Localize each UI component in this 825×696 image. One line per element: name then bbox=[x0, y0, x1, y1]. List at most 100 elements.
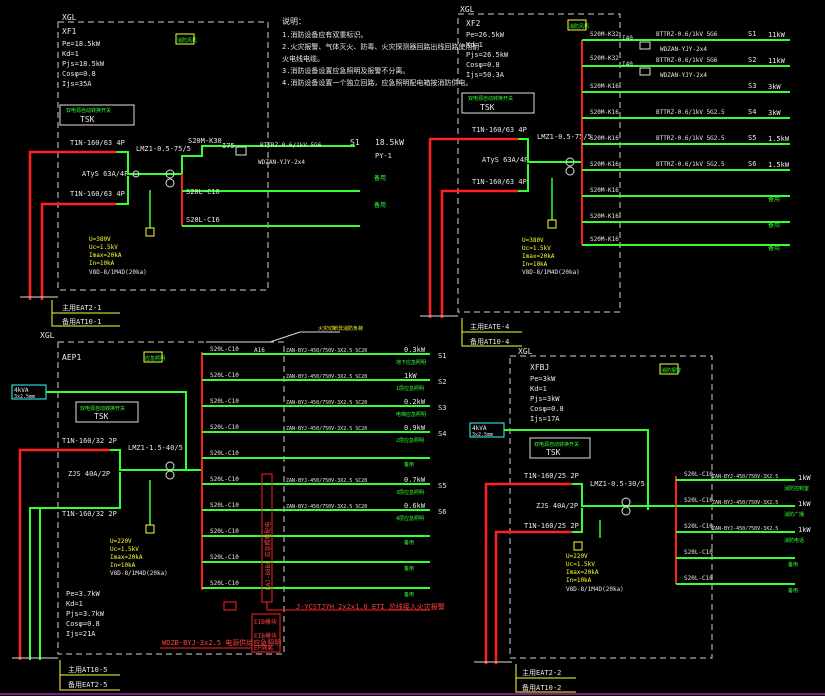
xfbj-c4-desc: 备用 bbox=[788, 587, 798, 594]
xfbj-c1-power: 1kW bbox=[798, 500, 811, 508]
aep1-fire-tag: 火灾切断非消防负荷 bbox=[318, 325, 363, 332]
xf2-spd-1: Uc=1.5kV bbox=[522, 245, 551, 252]
xf2-feed2: 备用AT10-4 bbox=[470, 337, 509, 346]
aep1-param-4: Ijs=21A bbox=[66, 630, 96, 638]
xfbj-c3-breaker: S20L-C10 bbox=[684, 549, 713, 556]
xfbj-spd-3: In=10kA bbox=[566, 577, 592, 584]
aep1-c3-desc: 2层应急照明 bbox=[396, 437, 424, 444]
aep1-feeder-main bbox=[18, 448, 110, 660]
aep1-c3-breaker: S20L-C10 bbox=[210, 424, 239, 431]
xfbj-tsk-box bbox=[529, 437, 591, 459]
xf1-box-label: XGL bbox=[62, 13, 77, 22]
aep1-c7-breaker: S20L-C10 bbox=[210, 528, 239, 535]
aep1-breaker-main1: T1N-160/32 2P bbox=[62, 437, 117, 445]
xf1-breaker-main2: T1N-160/63 4P bbox=[70, 190, 125, 198]
note-line-3: 火电线电缆。 bbox=[282, 54, 324, 63]
aep1-c1-power: 1kW bbox=[404, 372, 417, 380]
xfbj-c1-breaker: S20L-C10 bbox=[684, 497, 713, 504]
aep1-feed1: 主用AT10-5 bbox=[68, 665, 107, 674]
xf2-feeder-standby bbox=[440, 189, 518, 318]
xf2-spd-box bbox=[547, 219, 557, 229]
aep1-tag: 应急照明 bbox=[145, 355, 165, 362]
aep1-c1-breaker: S20L-C10 bbox=[210, 372, 239, 379]
xf1-enclosure bbox=[57, 21, 269, 291]
xf1-param-0: Pe=18.5kW bbox=[62, 40, 101, 48]
xf1-breaker-main1: T1N-160/63 4P bbox=[70, 139, 125, 147]
aep1-c3-cable: ZAN-BYJ-450/750V-3X2.5 SC20 bbox=[286, 426, 367, 432]
xf2-c0-cable: BTTRZ-0.6/1kV 5G6 bbox=[656, 31, 718, 38]
xf1-spare1-breaker: S20L-C16 bbox=[186, 188, 220, 196]
xf2-tsk: TSK bbox=[480, 103, 495, 112]
xfbj-param-1: Kd=1 bbox=[530, 385, 547, 393]
xf2-spd-2: Imax=20kA bbox=[522, 253, 555, 260]
aep1-ct-1 bbox=[165, 461, 175, 471]
xfbj-breaker-main2: T1N-160/25 2P bbox=[524, 522, 579, 530]
xfbj-param-3: Cosφ=0.8 bbox=[530, 405, 564, 413]
xf2-enclosure bbox=[457, 13, 621, 313]
aep1-c0-cable: ZAN-BYJ-450/750V-3X2.5 SC20 bbox=[286, 348, 367, 354]
aep1-tsk-title: 双电源自动转换开关 bbox=[80, 405, 125, 412]
xf1-feed1: 主用EAT2-1 bbox=[62, 303, 101, 312]
xfbj-feeder-main bbox=[484, 482, 572, 664]
xf2-param-2: Pjs=26.5kW bbox=[466, 51, 509, 59]
xf1-ats: ATyS 63A/4P bbox=[82, 170, 128, 178]
xfbj-spd-2: Imax=20kA bbox=[566, 569, 599, 576]
xf2-feeder-main bbox=[428, 137, 518, 318]
xf2-spd-model: V8D-8/1M4D(20ka) bbox=[522, 269, 580, 276]
aep1-module1: EIB模块 bbox=[254, 618, 277, 626]
xf2-tag-box bbox=[567, 19, 587, 31]
note-line-2: 2.火灾报警、气体灭火、防毒、火灾探测器回路出线回路使用耐 bbox=[282, 42, 479, 51]
xf1-spd-2: Imax=20kA bbox=[89, 252, 122, 259]
xf2-spare-3: 备用 bbox=[768, 244, 780, 252]
xf1-meter-box bbox=[235, 146, 247, 156]
xf1-out1-current: I75 bbox=[222, 142, 235, 150]
xfbj-feeder-standby bbox=[494, 530, 572, 664]
aep1-breaker-main2: T1N-160/32 2P bbox=[62, 510, 117, 518]
xf2-c8-breaker: S20M-K16 bbox=[590, 213, 619, 220]
aep1-c2-cable: ZAN-BYJ-450/750V-3X2.5 SC20 bbox=[286, 400, 367, 406]
xfbj-spd-1: Uc=1.5kV bbox=[566, 561, 595, 568]
xfbj-feed2: 备用AT10-2 bbox=[522, 683, 561, 692]
xf2-spare-2: 备用 bbox=[768, 221, 780, 229]
xf2-c4-breaker: S20M-K16 bbox=[590, 109, 619, 116]
xf1-feeder-main bbox=[28, 150, 116, 300]
xf2-c6-id: S6 bbox=[748, 160, 756, 168]
aep1-fire-leader bbox=[206, 331, 340, 343]
xf2-c4-power: 3kW bbox=[768, 109, 781, 117]
aep1-box-label: XGL bbox=[40, 331, 55, 340]
aep1-spd-2: Imax=20kA bbox=[110, 554, 143, 561]
xf1-spd-3: In=10kA bbox=[89, 260, 115, 267]
xfbj-c4-breaker: S20L-C10 bbox=[684, 575, 713, 582]
xf2-tag: 消防风机 bbox=[569, 23, 589, 30]
aep1-c1-id: S2 bbox=[438, 378, 446, 386]
xf2-meter-2 bbox=[639, 67, 651, 76]
xfbj-incoming-line bbox=[504, 429, 649, 510]
aep1-spd-box bbox=[145, 524, 155, 534]
xf1-ct-2 bbox=[165, 178, 175, 188]
aep1-param-3: Cosφ=0.8 bbox=[66, 620, 100, 628]
xf2-c3-cable: WDZAN-YJY-2x4 bbox=[660, 72, 707, 79]
aep1-c6-id: S6 bbox=[438, 508, 446, 516]
xf1-contactor: LMZ1-0.5-75/5 bbox=[136, 145, 191, 153]
xfbj-bus-1 bbox=[572, 483, 610, 507]
aep1-c1-cable: ZAN-BYJ-450/750V-3X2.5 SC20 bbox=[286, 374, 367, 380]
xfbj-incoming: 4kVA bbox=[472, 425, 487, 432]
aep1-c6-power: 0.6kW bbox=[404, 502, 426, 510]
xf2-ats: ATyS 63A/4P bbox=[482, 156, 528, 164]
xfbj-tsk: TSK bbox=[546, 448, 561, 457]
aep1-c9-desc: 备用 bbox=[404, 591, 414, 598]
xfbj-ct-1 bbox=[621, 497, 631, 507]
notes-block: 说明： 1.消防设备应有双重标识。 2.火灾报警、气体灭火、防毒、火灾探测器回路… bbox=[282, 16, 479, 87]
xfbj-c2-cable: ZAN-BYJ-450/750V-3X2.5 bbox=[712, 526, 778, 532]
xf1-feed-bracket bbox=[51, 300, 120, 327]
xf1-out1-id: S1 bbox=[350, 138, 360, 147]
xf2-ct-2 bbox=[565, 166, 575, 176]
xf2-box-label: XGL bbox=[460, 5, 475, 14]
xf2-breaker-main2: T1N-160/63 4P bbox=[472, 178, 527, 186]
xf2-spd-0: U=380V bbox=[522, 237, 544, 244]
xf1-spare2-breaker: S20L-C16 bbox=[186, 216, 220, 224]
xf2-c5-power: 1.5kW bbox=[768, 135, 790, 143]
xf1-out1-desc: PY-1 bbox=[375, 152, 392, 160]
